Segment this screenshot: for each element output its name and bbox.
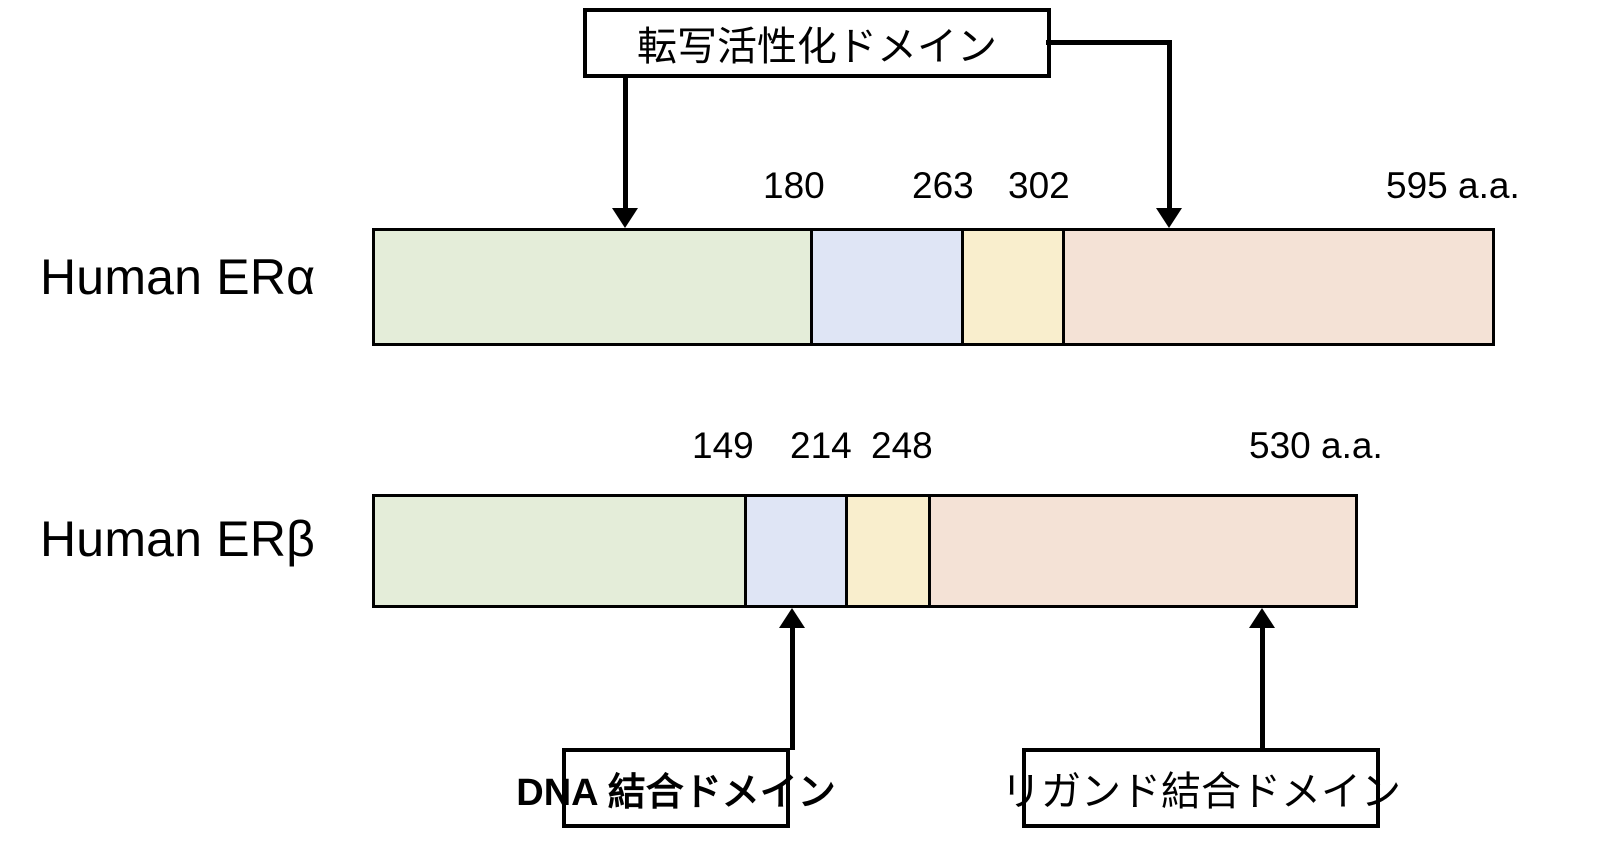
connector-activation-right-vertical — [1167, 40, 1172, 212]
segment-era-dbd — [810, 231, 961, 343]
connector-dna-binding-vertical — [790, 628, 795, 750]
total-length-era: 595 a.a. — [1386, 165, 1520, 206]
protein-bar-era — [372, 228, 1495, 346]
arrow-activation-to-era-lbd — [1156, 208, 1182, 228]
arrow-dna-binding-to-erb-dbd — [779, 608, 805, 628]
callout-activation-domain: 転写活性化ドメイン — [583, 8, 1051, 78]
segment-erb-hinge — [845, 497, 928, 605]
residue-number-era-263: 263 — [912, 165, 974, 206]
arrow-activation-to-era-ntd — [612, 208, 638, 228]
callout-dna-binding-domain: DNA 結合ドメイン — [516, 748, 836, 828]
total-length-erb: 530 a.a. — [1249, 425, 1383, 466]
segment-erb-ntd — [375, 497, 744, 605]
connector-activation-left-vertical — [623, 78, 628, 212]
arrow-ligand-binding-to-erb-lbd — [1249, 608, 1275, 628]
segment-era-hinge — [961, 231, 1062, 343]
connector-activation-right-horizontal — [1046, 40, 1172, 45]
protein-label-era: Human ERα — [40, 249, 316, 305]
residue-number-era-302: 302 — [1008, 165, 1070, 206]
residue-number-erb-248: 248 — [871, 425, 933, 466]
residue-number-era-180: 180 — [763, 165, 825, 206]
callout-ligand-binding-domain: リガンド結合ドメイン — [1001, 748, 1401, 828]
protein-bar-erb — [372, 494, 1358, 608]
protein-label-erb: Human ERβ — [40, 511, 316, 567]
residue-number-erb-149: 149 — [692, 425, 754, 466]
segment-era-ntd — [375, 231, 810, 343]
connector-ligand-binding-vertical — [1260, 628, 1265, 750]
segment-era-lbd — [1062, 231, 1492, 343]
segment-erb-lbd — [928, 497, 1355, 605]
residue-number-erb-214: 214 — [790, 425, 852, 466]
segment-erb-dbd — [744, 497, 845, 605]
